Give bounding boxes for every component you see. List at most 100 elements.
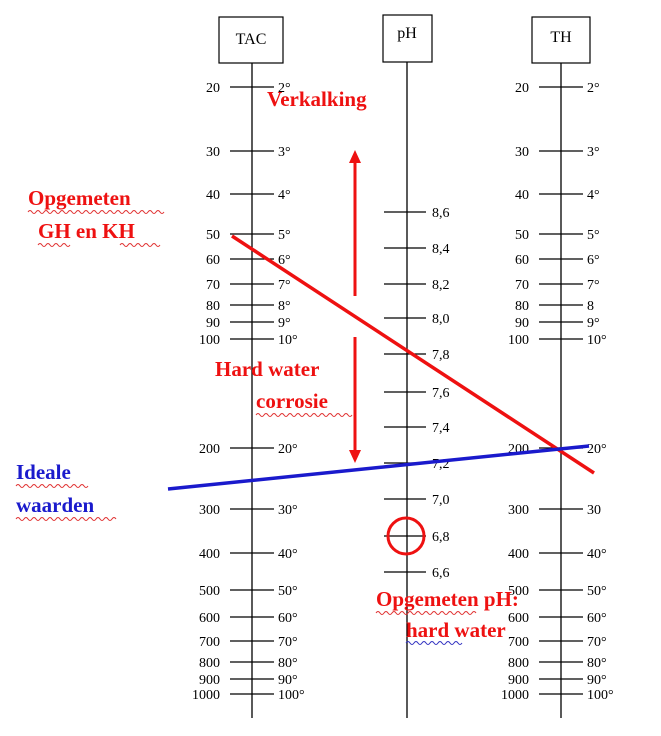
tac-header-label: TAC [236,31,267,48]
corrosion-arrow-head [349,450,361,463]
tac-tick-label-degree: 5° [278,228,291,243]
measured-gh-kh-label-line1: Opgemeten [28,186,131,210]
measured-ph-label-line2: hard water [406,618,506,642]
th-tick-label-degree: 4° [587,188,600,203]
th-tick-label-degree: 90° [587,673,607,688]
tac-tick-label-ppm: 40 [206,188,220,203]
tac-tick-label-ppm: 30 [206,145,220,160]
tac-tick-label-ppm: 900 [199,673,220,688]
ideal-values-annotation: Ideale waarden [15,460,117,521]
th-tick-label-degree: 6° [587,253,600,268]
th-tick-label-degree: 100° [587,688,614,703]
ph-tick-label: 7,8 [432,348,450,363]
th-header-label: TH [550,29,572,46]
th-tick-label-ppm: 800 [508,656,529,671]
ideal-values-label-line2: waarden [16,493,94,517]
ph-header: pH [382,14,433,63]
tac-tick-label-ppm: 300 [199,503,220,518]
ph-tick-label: 8,4 [432,242,450,257]
tac-tick-label-degree: 8° [278,299,291,314]
verkalking-annotation: Verkalking [267,87,367,111]
th-tick-label-degree: 30 [587,503,601,518]
spellcheck-underline [37,243,71,247]
tac-tick-label-degree: 30° [278,503,298,518]
spellcheck-underline [119,243,161,247]
ph-scale-ticks: 8,68,48,28,07,87,67,47,27,06,86,6 [384,206,450,581]
th-tick-label-ppm: 70 [515,278,529,293]
th-tick-label-degree: 80° [587,656,607,671]
th-tick-label-degree: 8 [587,299,594,314]
th-tick-label-ppm: 300 [508,503,529,518]
th-tick-label-degree: 60° [587,611,607,626]
tac-tick-label-ppm: 700 [199,635,220,650]
th-tick-label-degree: 20° [587,442,607,457]
th-tick-label-ppm: 1000 [501,688,529,703]
spellcheck-underline [375,611,477,615]
th-tick-label-ppm: 700 [508,635,529,650]
ph-tick-label: 7,0 [432,493,450,508]
th-tick-label-ppm: 500 [508,584,529,599]
tac-tick-label-degree: 90° [278,673,298,688]
calcification-arrow-head [349,150,361,163]
measured-gh-kh-line [231,234,595,475]
th-tick-label-degree: 40° [587,547,607,562]
tac-tick-label-ppm: 800 [199,656,220,671]
tac-tick-label-ppm: 600 [199,611,220,626]
tac-tick-label-degree: 100° [278,688,305,703]
ph-tick-label: 6,6 [432,566,450,581]
tac-tick-label-degree: 40° [278,547,298,562]
tac-tick-label-ppm: 400 [199,547,220,562]
ph-header-box [382,14,433,63]
measured-ph-circle [386,516,426,556]
th-header: TH [531,16,591,64]
th-tick-label-degree: 7° [587,278,600,293]
th-tick-label-degree: 2° [587,81,600,96]
th-tick-label-ppm: 900 [508,673,529,688]
th-tick-label-degree: 70° [587,635,607,650]
ph-header-label: pH [397,25,417,42]
corrosion-arrow [349,337,361,463]
tac-tick-label-degree: 20° [278,442,298,457]
tac-tick-label-degree: 6° [278,253,291,268]
th-tick-label-ppm: 100 [508,333,529,348]
calcification-arrow [349,150,361,296]
tac-tick-label-degree: 3° [278,145,291,160]
tac-tick-label-degree: 70° [278,635,298,650]
tac-tick-label-ppm: 1000 [192,688,220,703]
th-tick-label-degree: 3° [587,145,600,160]
grammar-underline [405,641,463,645]
spellcheck-underline [27,210,165,214]
ph-tick-label: 7,4 [432,421,450,436]
tac-tick-label-degree: 50° [278,584,298,599]
ideal-values-label-line1: Ideale [16,460,71,484]
ideal-values-line [167,444,590,491]
th-tick-label-ppm: 50 [515,228,529,243]
tac-tick-label-ppm: 500 [199,584,220,599]
th-tick-label-ppm: 80 [515,299,529,314]
th-tick-label-degree: 10° [587,333,607,348]
tac-tick-label-degree: 60° [278,611,298,626]
th-tick-label-degree: 9° [587,316,600,331]
measured-gh-kh-annotation: Opgemeten GH en KH [27,186,165,247]
ph-tick-label: 8,2 [432,278,450,293]
measured-gh-kh-label-line2: GH en KH [38,219,135,243]
tac-tick-label-degree: 4° [278,188,291,203]
tac-tick-label-ppm: 90 [206,316,220,331]
tac-tick-label-degree: 9° [278,316,291,331]
tac-header: TAC [218,16,284,64]
th-tick-label-ppm: 400 [508,547,529,562]
tac-tick-label-ppm: 20 [206,81,220,96]
tac-tick-label-ppm: 50 [206,228,220,243]
tac-tick-label-degree: 7° [278,278,291,293]
verkalking-label: Verkalking [267,87,367,111]
th-tick-label-ppm: 40 [515,188,529,203]
th-tick-label-ppm: 20 [515,81,529,96]
tac-tick-label-degree: 10° [278,333,298,348]
ph-tick-label: 7,6 [432,386,450,401]
th-tick-label-ppm: 90 [515,316,529,331]
th-tick-label-degree: 5° [587,228,600,243]
ph-tick-label: 8,6 [432,206,450,221]
